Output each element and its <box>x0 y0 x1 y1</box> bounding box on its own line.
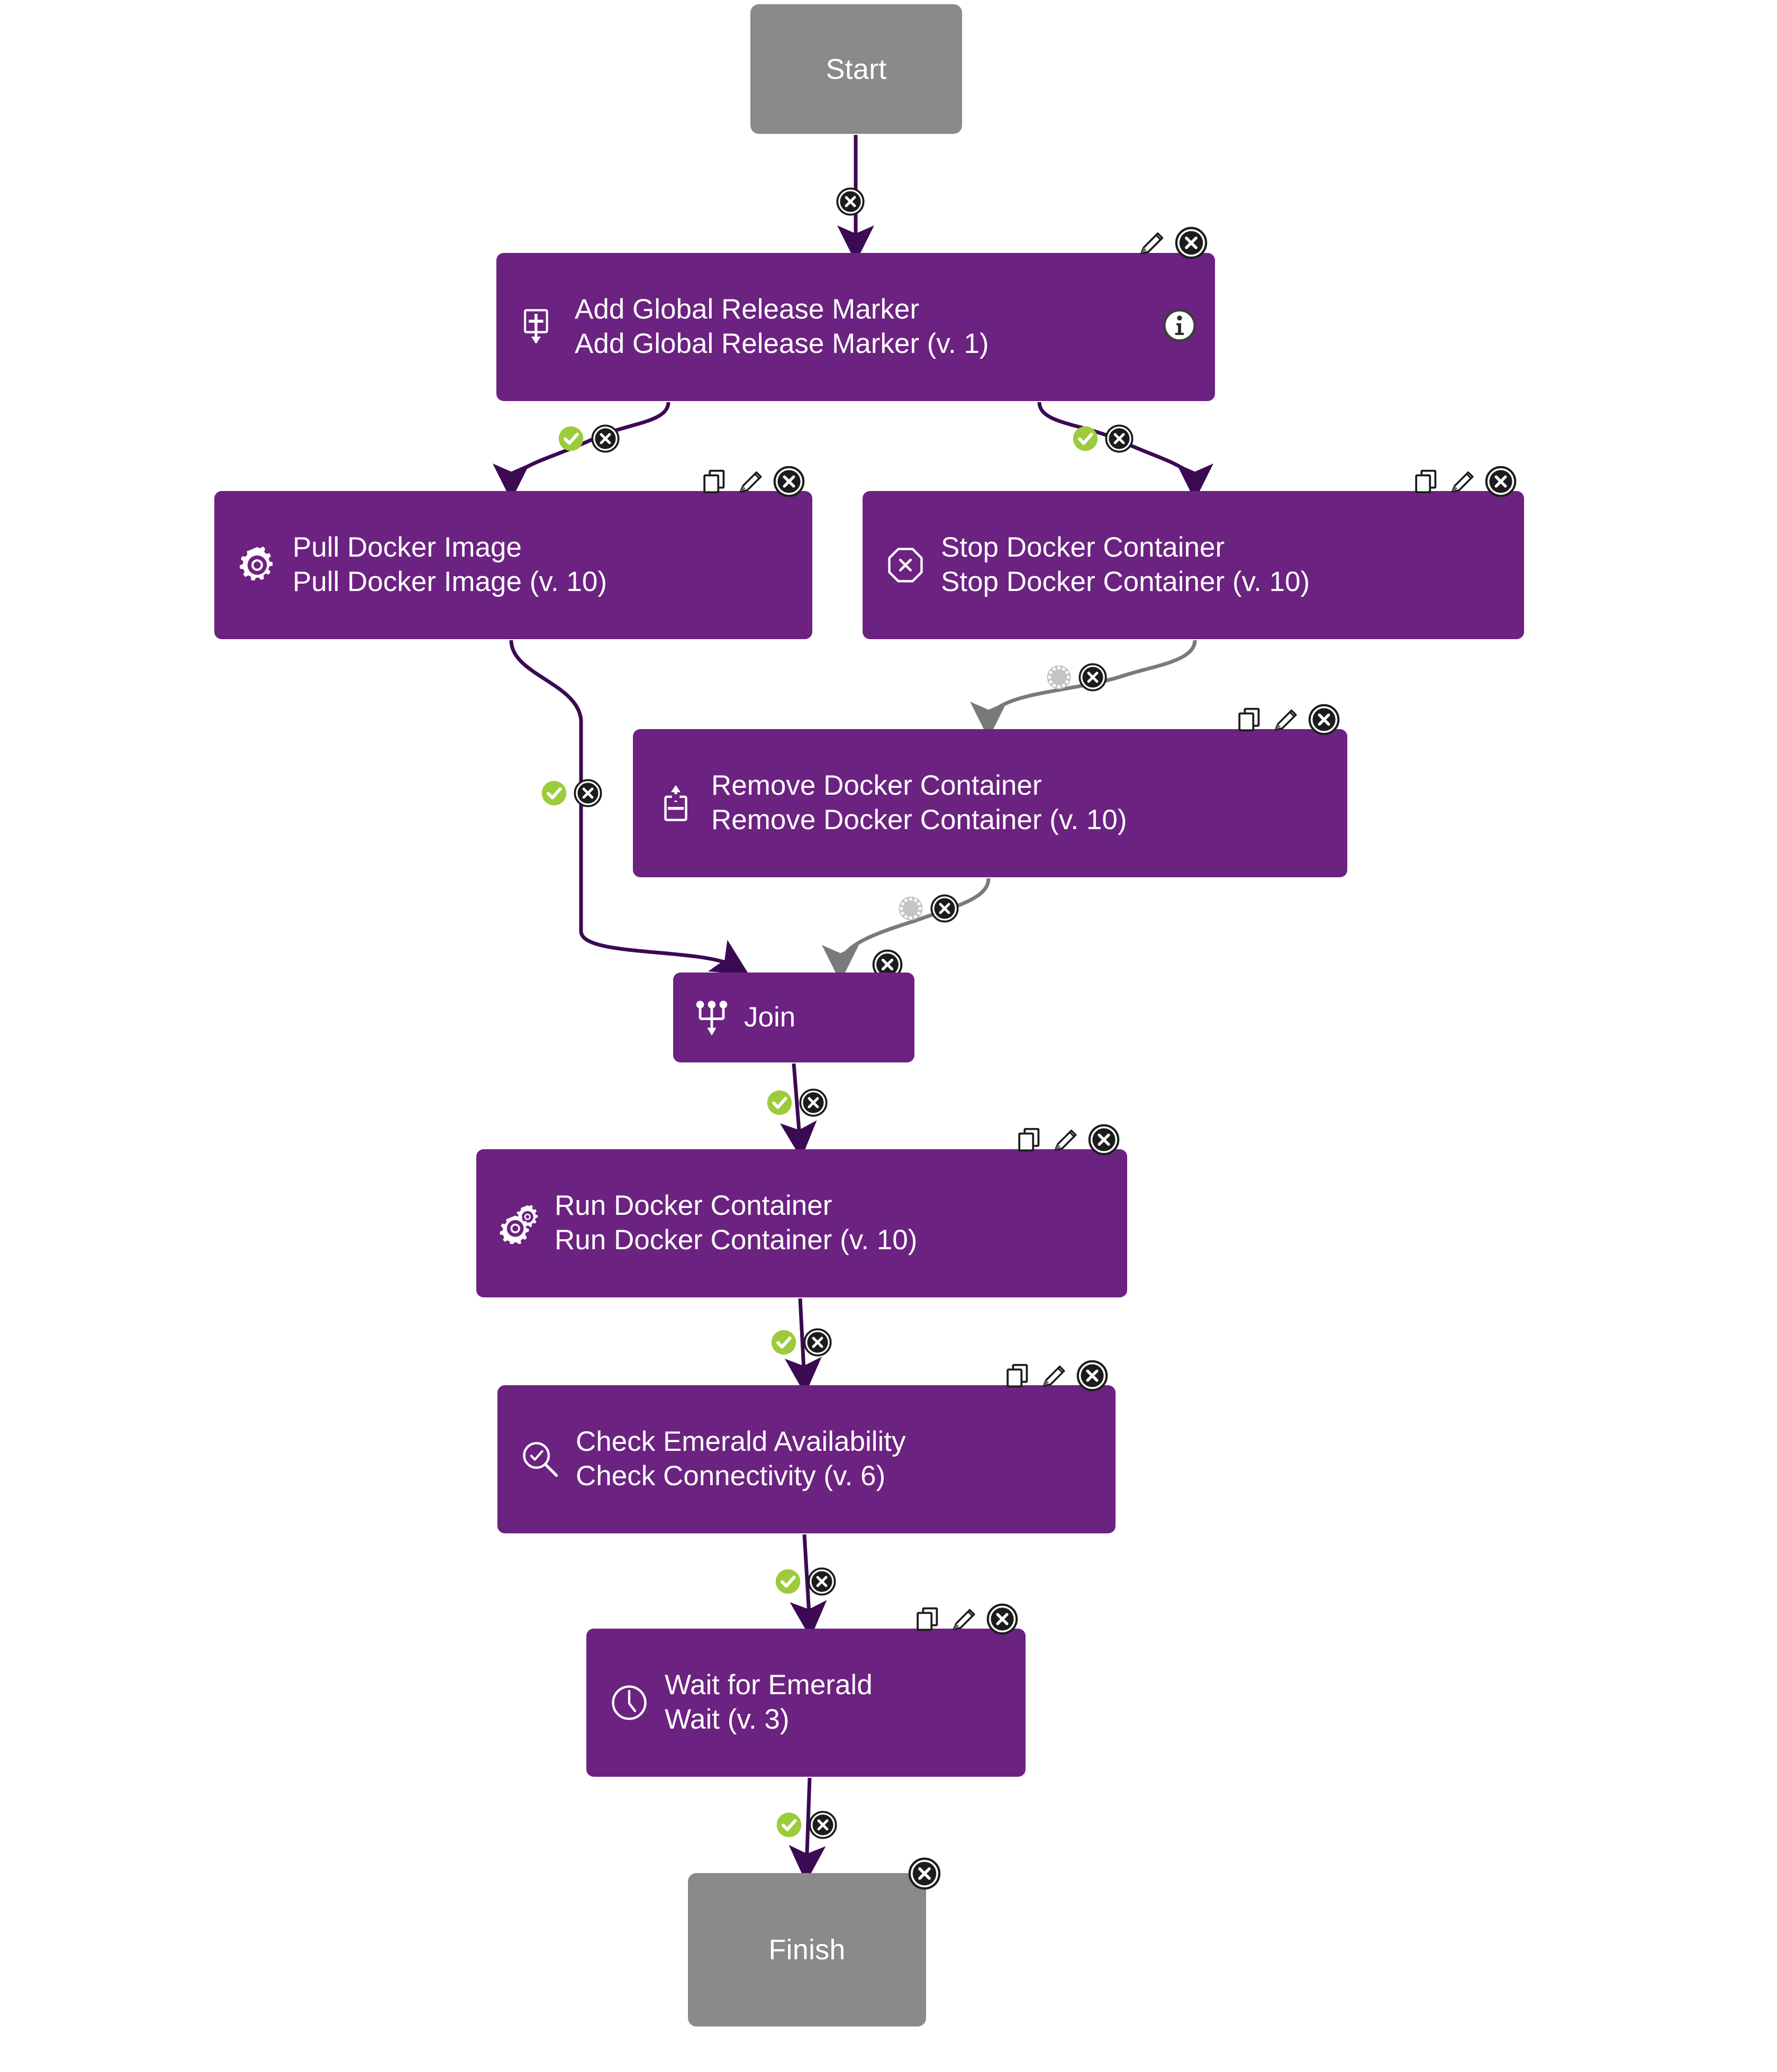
node-tools[interactable] <box>1014 1123 1121 1157</box>
node-pull-docker-image[interactable]: Pull Docker Image Pull Docker Image (v. … <box>214 466 812 639</box>
node-wait-for-emerald[interactable]: Wait for Emerald Wait (v. 3) <box>586 1603 1026 1777</box>
node-title: Join <box>744 1001 796 1033</box>
edge-success-check-icon[interactable] <box>539 778 569 808</box>
copy-icon[interactable] <box>1002 1360 1033 1391</box>
edge-remove-icon[interactable] <box>1104 423 1135 454</box>
edge-remove-icon[interactable] <box>590 423 621 454</box>
node-title: Check Emerald Availability <box>576 1426 906 1458</box>
node-stop-docker-container[interactable]: Stop Docker Container Stop Docker Contai… <box>863 466 1524 639</box>
copy-icon[interactable] <box>912 1604 943 1634</box>
node-title: Stop Docker Container <box>941 532 1225 564</box>
copy-icon[interactable] <box>1411 466 1441 497</box>
add-marker-icon <box>524 309 548 344</box>
remove-icon[interactable] <box>772 465 806 498</box>
gear-icon <box>239 546 273 581</box>
edge-success-check-icon[interactable] <box>774 1810 804 1840</box>
copy-icon[interactable] <box>1014 1124 1045 1155</box>
remove-icon[interactable] <box>1087 1123 1121 1157</box>
remove-container-icon <box>664 785 687 821</box>
node-add-global-release-marker[interactable]: Add Global Release Marker Add Global Rel… <box>496 226 1215 401</box>
node-tools[interactable] <box>912 1602 1019 1636</box>
node-tools[interactable] <box>1002 1359 1109 1393</box>
pencil-icon[interactable] <box>1136 226 1168 259</box>
edge-success-check-icon[interactable] <box>1070 423 1101 454</box>
node-subtitle: Stop Docker Container (v. 10) <box>941 566 1310 597</box>
node-subtitle: Remove Docker Container (v. 10) <box>711 804 1127 835</box>
node-title: Wait for Emerald <box>665 1669 873 1701</box>
node-finish-label: Finish <box>768 1934 846 1966</box>
node-title: Remove Docker Container <box>711 770 1042 802</box>
edge-success-check-icon[interactable] <box>556 423 586 454</box>
node-remove-docker-container[interactable]: Remove Docker Container Remove Docker Co… <box>633 704 1347 877</box>
edge-skipped-icon[interactable] <box>895 893 926 924</box>
pencil-icon[interactable] <box>735 466 767 497</box>
edge-remove-icon[interactable] <box>929 893 960 924</box>
copy-icon[interactable] <box>699 466 730 497</box>
edge-remove-icon[interactable] <box>1077 662 1108 693</box>
join-remove-icon[interactable] <box>871 948 904 981</box>
node-start-label: Start <box>826 53 887 85</box>
node-run-docker-container[interactable]: Run Docker Container Run Docker Containe… <box>476 1124 1127 1297</box>
pencil-icon[interactable] <box>948 1603 980 1635</box>
remove-icon[interactable] <box>985 1602 1019 1636</box>
node-title: Pull Docker Image <box>293 532 522 564</box>
node-check-emerald-availability[interactable]: Check Emerald Availability Check Connect… <box>497 1360 1116 1533</box>
double-gear-icon <box>500 1205 538 1244</box>
edge-remove-icon[interactable] <box>798 1087 829 1118</box>
edge-remove-icon[interactable] <box>802 1327 833 1358</box>
info-icon[interactable] <box>1162 308 1197 343</box>
remove-icon[interactable] <box>1307 703 1341 737</box>
join-icon <box>696 1001 728 1036</box>
node-subtitle: Pull Docker Image (v. 10) <box>293 566 607 597</box>
node-finish[interactable]: Finish <box>688 1857 941 2026</box>
clock-icon <box>612 1685 647 1720</box>
node-tools[interactable] <box>699 465 806 498</box>
node-join[interactable]: Join <box>673 973 914 1062</box>
edge-remove-icon[interactable] <box>808 1810 838 1840</box>
node-tools[interactable] <box>1411 465 1518 498</box>
edge-success-check-icon[interactable] <box>764 1087 795 1118</box>
edge-success-check-icon[interactable] <box>768 1327 799 1358</box>
node-subtitle: Add Global Release Marker (v. 1) <box>575 328 989 359</box>
copy-icon[interactable] <box>1234 704 1265 735</box>
edge-success-check-icon[interactable] <box>773 1566 803 1597</box>
edge-remove-icon[interactable] <box>806 1566 837 1597</box>
remove-icon[interactable] <box>1075 1359 1109 1393</box>
node-start[interactable]: Start <box>750 4 962 134</box>
remove-icon[interactable] <box>907 1856 942 1891</box>
search-check-icon <box>523 1442 558 1477</box>
pencil-icon[interactable] <box>1447 466 1479 497</box>
node-subtitle: Run Docker Container (v. 10) <box>555 1224 918 1256</box>
node-tools[interactable] <box>907 1856 942 1891</box>
pencil-icon[interactable] <box>1050 1124 1082 1156</box>
edge-remove-icon[interactable] <box>573 778 603 808</box>
edge-remove-icon[interactable] <box>835 186 866 217</box>
remove-icon[interactable] <box>1174 225 1209 260</box>
node-tools[interactable] <box>1136 225 1209 260</box>
edge-skipped-icon[interactable] <box>1044 662 1074 693</box>
pencil-icon[interactable] <box>1038 1360 1070 1392</box>
node-title: Add Global Release Marker <box>575 294 920 325</box>
octagon-x-icon <box>888 548 923 583</box>
node-title: Run Docker Container <box>555 1190 832 1222</box>
remove-icon[interactable] <box>1484 465 1518 498</box>
node-subtitle: Check Connectivity (v. 6) <box>576 1460 886 1492</box>
node-subtitle: Wait (v. 3) <box>665 1704 790 1735</box>
node-tools[interactable] <box>1234 703 1341 737</box>
pencil-icon[interactable] <box>1270 704 1302 735</box>
